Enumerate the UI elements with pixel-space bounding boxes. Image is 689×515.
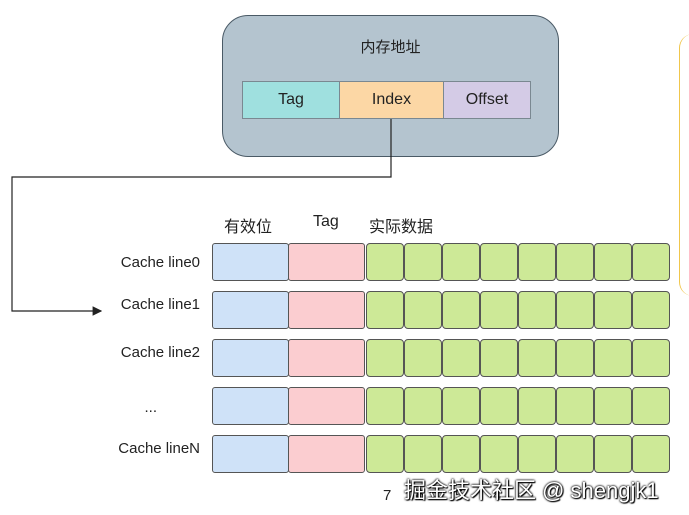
data-cell-line0-3 [480, 243, 518, 281]
data-cell-lineN-1 [404, 435, 442, 473]
row-label-lineN: Cache lineN [118, 440, 200, 457]
data-cell-ellipsis-0 [366, 387, 404, 425]
data-cell-line0-7 [632, 243, 670, 281]
row-label-line0: Cache line0 [120, 254, 200, 271]
tag-cell-lineN [288, 435, 365, 473]
row-label-line1: Cache line1 [120, 296, 200, 313]
data-cell-ellipsis-1 [404, 387, 442, 425]
valid-bit-cell-ellipsis [212, 387, 289, 425]
data-cell-line1-7 [632, 291, 670, 329]
digit-5: 5 [455, 487, 464, 504]
data-cell-ellipsis-7 [632, 387, 670, 425]
data-cell-line1-3 [480, 291, 518, 329]
column-header-tag: Tag [313, 213, 339, 230]
data-cell-line0-6 [594, 243, 632, 281]
data-cell-line2-5 [556, 339, 594, 377]
digit-7: 7 [383, 487, 392, 504]
data-cell-line2-0 [366, 339, 404, 377]
memory-address-title: 内存地址 [360, 39, 421, 56]
data-cell-lineN-2 [442, 435, 480, 473]
data-cell-line1-5 [556, 291, 594, 329]
data-cell-line2-6 [594, 339, 632, 377]
column-header-valid: 有效位 [224, 219, 273, 236]
data-cell-ellipsis-6 [594, 387, 632, 425]
data-cell-line1-1 [404, 291, 442, 329]
address-field-offset: Offset [443, 81, 531, 119]
valid-bit-cell-line0 [212, 243, 289, 281]
data-cell-lineN-0 [366, 435, 404, 473]
data-cell-lineN-7 [632, 435, 670, 473]
data-cell-line2-2 [442, 339, 480, 377]
data-cell-line1-6 [594, 291, 632, 329]
data-cell-line0-0 [366, 243, 404, 281]
column-header-data: 实际数据 [369, 219, 434, 236]
data-cell-line2-3 [480, 339, 518, 377]
data-cell-ellipsis-3 [480, 387, 518, 425]
data-cell-line2-4 [518, 339, 556, 377]
digit-6: 6 [416, 487, 425, 504]
watermark: 掘金技术社区 @ shengjk1 [404, 478, 659, 503]
tag-cell-ellipsis [288, 387, 365, 425]
data-cell-line1-2 [442, 291, 480, 329]
row-label-line2: Cache line2 [120, 344, 200, 361]
note-bracket [679, 34, 689, 296]
data-cell-lineN-6 [594, 435, 632, 473]
valid-bit-cell-lineN [212, 435, 289, 473]
digit-4: 4 [493, 487, 502, 504]
data-cell-line0-5 [556, 243, 594, 281]
data-cell-line0-2 [442, 243, 480, 281]
data-cell-lineN-4 [518, 435, 556, 473]
valid-bit-cell-line2 [212, 339, 289, 377]
data-cell-ellipsis-4 [518, 387, 556, 425]
data-cell-line1-4 [518, 291, 556, 329]
data-cell-line1-0 [366, 291, 404, 329]
data-cell-lineN-5 [556, 435, 594, 473]
tag-cell-line2 [288, 339, 365, 377]
data-cell-ellipsis-2 [442, 387, 480, 425]
address-field-tag: Tag [242, 81, 340, 119]
data-cell-line2-1 [404, 339, 442, 377]
data-cell-line0-4 [518, 243, 556, 281]
tag-cell-line0 [288, 243, 365, 281]
row-label-ellipsis: ... [144, 399, 157, 416]
data-cell-lineN-3 [480, 435, 518, 473]
data-cell-line0-1 [404, 243, 442, 281]
address-field-index: Index [339, 81, 444, 119]
tag-cell-line1 [288, 291, 365, 329]
valid-bit-cell-line1 [212, 291, 289, 329]
data-cell-ellipsis-5 [556, 387, 594, 425]
data-cell-line2-7 [632, 339, 670, 377]
